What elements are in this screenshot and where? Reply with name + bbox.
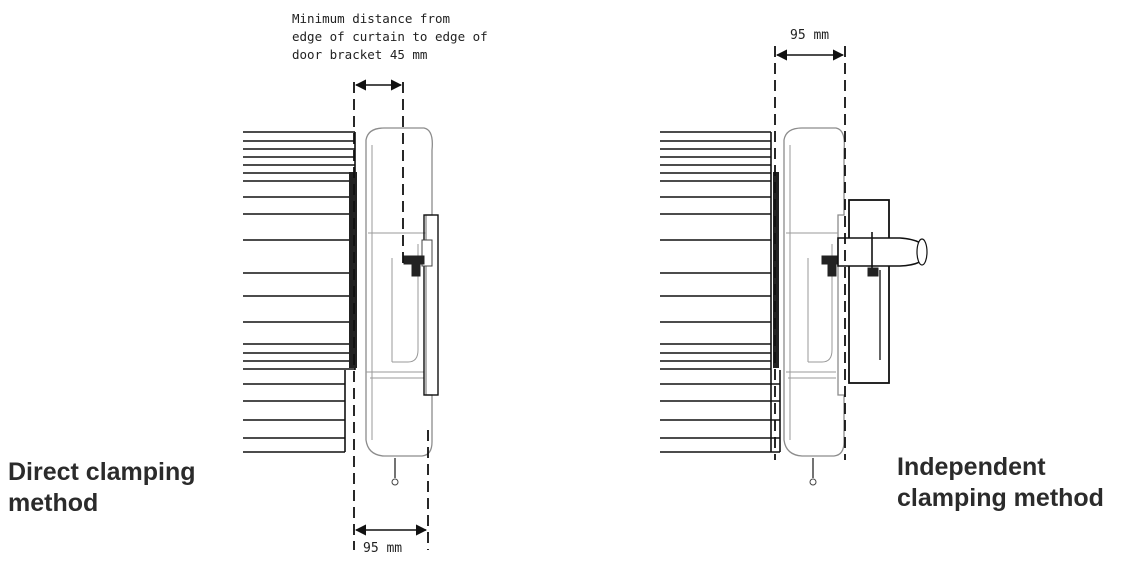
- left-curtain: [243, 131, 355, 453]
- left-door-unit: [365, 127, 439, 486]
- right-dimension-label: 95 mm: [790, 28, 830, 43]
- left-dimension-label: 95 mm: [363, 541, 403, 556]
- right-curtain: [660, 131, 780, 453]
- minimum-distance-note: Minimum distance from edge of curtain to…: [292, 10, 552, 64]
- right-wall-lines: [770, 132, 781, 452]
- method-line: clamping method: [897, 484, 1104, 512]
- method-line: Independent: [897, 453, 1046, 481]
- note-line: door bracket 45 mm: [292, 47, 428, 62]
- note-line: edge of curtain to edge of: [292, 29, 488, 44]
- independent-clamping-label: Independent clamping method: [897, 452, 1104, 514]
- right-bracket: [837, 199, 928, 384]
- left-wall-lines: [344, 132, 357, 452]
- note-line: Minimum distance from: [292, 11, 451, 26]
- left-dimension-lines: [353, 79, 429, 550]
- right-door-unit: [783, 127, 845, 486]
- direct-clamping-label: Direct clamping method: [8, 457, 196, 519]
- method-line: Direct clamping: [8, 458, 196, 486]
- right-dimension-lines: [774, 46, 846, 460]
- method-line: method: [8, 489, 99, 517]
